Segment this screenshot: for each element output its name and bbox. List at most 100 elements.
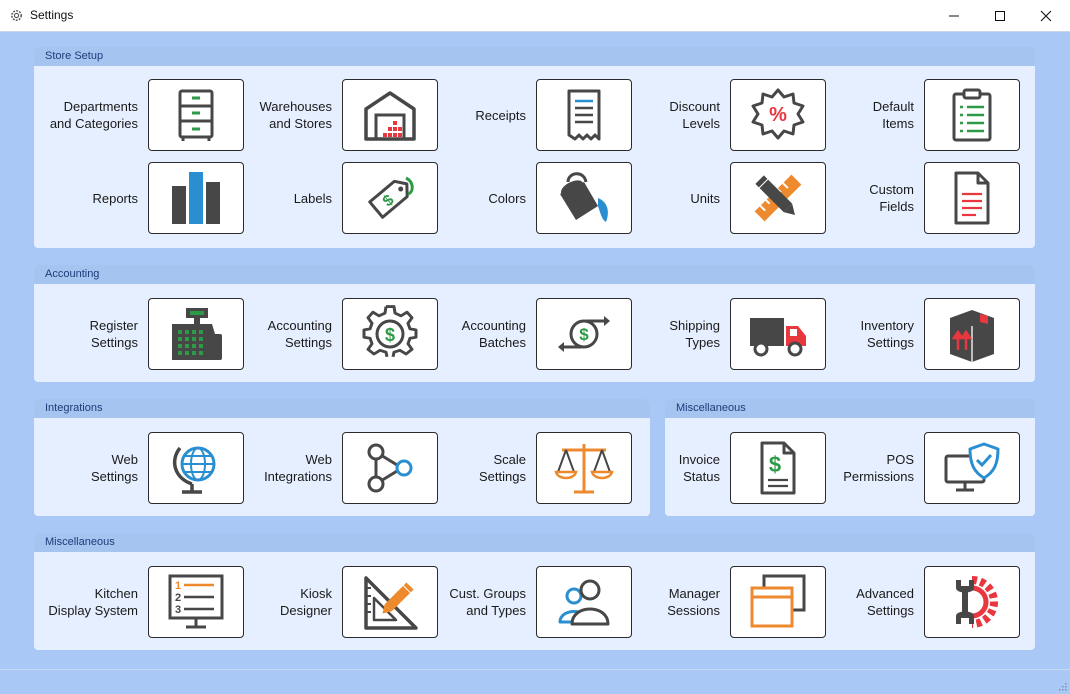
shipping-types-tile[interactable] bbox=[730, 298, 826, 370]
settings-item-invoice-status[interactable]: Invoice Status $ bbox=[665, 432, 826, 504]
close-button[interactable] bbox=[1023, 0, 1069, 31]
status-bar bbox=[0, 669, 1070, 694]
item-label: Scale Settings bbox=[479, 452, 526, 484]
svg-text:$: $ bbox=[769, 452, 781, 477]
maximize-button[interactable] bbox=[977, 0, 1023, 31]
warehouse-icon bbox=[364, 91, 416, 141]
customer-groups-tile[interactable] bbox=[536, 566, 632, 638]
globe-icon bbox=[172, 446, 216, 494]
inventory-settings-tile[interactable] bbox=[924, 298, 1020, 370]
settings-item-labels[interactable]: Labels $ bbox=[228, 162, 438, 234]
default-items-tile[interactable] bbox=[924, 79, 1020, 151]
settings-item-units[interactable]: Units bbox=[616, 162, 826, 234]
cabinet-icon bbox=[178, 89, 214, 141]
minimize-button[interactable] bbox=[931, 0, 977, 31]
settings-item-reports[interactable]: Reports bbox=[34, 162, 244, 234]
receipts-tile[interactable] bbox=[536, 79, 632, 151]
settings-item-receipts[interactable]: Receipts bbox=[422, 79, 632, 151]
monitor-shield-icon bbox=[944, 442, 1000, 492]
pos-permissions-tile[interactable] bbox=[924, 432, 1020, 504]
document-icon bbox=[954, 171, 990, 225]
settings-item-kiosk-designer[interactable]: Kiosk Designer bbox=[228, 566, 438, 638]
miscellaneous-group-right: Miscellaneous Invoice Status $ POS Permi… bbox=[665, 399, 1035, 516]
price-tag-icon: $ bbox=[368, 176, 414, 219]
invoice-dollar-icon: $ bbox=[760, 441, 796, 495]
item-label: Manager Sessions bbox=[667, 586, 720, 618]
settings-item-customer-groups[interactable]: Cust. Groups and Types bbox=[422, 566, 632, 638]
box-icon bbox=[950, 310, 994, 362]
group-header: Integrations bbox=[34, 399, 650, 418]
item-label: Kitchen Display System bbox=[48, 586, 138, 618]
group-header: Accounting bbox=[34, 265, 1035, 284]
item-label: Units bbox=[690, 190, 720, 206]
units-tile[interactable] bbox=[730, 162, 826, 234]
settings-item-advanced-settings[interactable]: Advanced Settings bbox=[810, 566, 1020, 638]
discount-levels-tile[interactable]: % bbox=[730, 79, 826, 151]
svg-text:1: 1 bbox=[175, 580, 181, 592]
settings-item-manager-sessions[interactable]: Manager Sessions bbox=[616, 566, 826, 638]
svg-text:%: % bbox=[769, 104, 787, 126]
item-label: Discount Levels bbox=[669, 99, 720, 131]
item-label: Receipts bbox=[475, 107, 526, 123]
settings-item-shipping-types[interactable]: Shipping Types bbox=[616, 298, 826, 370]
close-icon bbox=[1040, 10, 1052, 22]
item-label: Departments and Categories bbox=[49, 99, 138, 131]
accounting-batches-tile[interactable]: $ bbox=[536, 298, 632, 370]
truck-icon bbox=[750, 318, 806, 357]
web-integrations-tile[interactable] bbox=[342, 432, 438, 504]
custom-fields-tile[interactable] bbox=[924, 162, 1020, 234]
settings-item-web-integrations[interactable]: Web Integrations bbox=[228, 432, 438, 504]
item-label: Shipping Types bbox=[669, 318, 720, 350]
settings-item-default-items[interactable]: Default Items bbox=[810, 79, 1020, 151]
users-icon bbox=[558, 579, 610, 626]
kitchen-display-tile[interactable]: 1 2 3 bbox=[148, 566, 244, 638]
accounting-settings-tile[interactable]: $ bbox=[342, 298, 438, 370]
item-label: Accounting Batches bbox=[461, 318, 526, 350]
network-nodes-icon bbox=[367, 443, 413, 493]
settings-item-colors[interactable]: Colors bbox=[422, 162, 632, 234]
settings-item-kitchen-display[interactable]: Kitchen Display System 1 2 3 bbox=[34, 566, 244, 638]
settings-item-inventory-settings[interactable]: Inventory Settings bbox=[810, 298, 1020, 370]
item-label: Kiosk Designer bbox=[279, 586, 332, 618]
svg-text:2: 2 bbox=[175, 592, 181, 604]
settings-item-scale-settings[interactable]: Scale Settings bbox=[422, 432, 632, 504]
discount-badge-icon: % bbox=[751, 88, 805, 140]
minimize-icon bbox=[949, 15, 959, 17]
advanced-settings-tile[interactable] bbox=[924, 566, 1020, 638]
settings-item-pos-permissions[interactable]: POS Permissions bbox=[829, 432, 1020, 504]
scale-settings-tile[interactable] bbox=[536, 432, 632, 504]
web-settings-tile[interactable] bbox=[148, 432, 244, 504]
settings-item-accounting-batches[interactable]: Accounting Batches $ bbox=[422, 298, 632, 370]
settings-item-register-settings[interactable]: Register Settings bbox=[34, 298, 244, 370]
numbered-list-monitor-icon: 1 2 3 bbox=[168, 574, 224, 629]
labels-tile[interactable]: $ bbox=[342, 162, 438, 234]
settings-item-web-settings[interactable]: Web Settings bbox=[34, 432, 244, 504]
departments-tile[interactable] bbox=[148, 79, 244, 151]
settings-item-discount-levels[interactable]: Discount Levels % bbox=[616, 79, 826, 151]
register-settings-tile[interactable] bbox=[148, 298, 244, 370]
settings-item-accounting-settings[interactable]: Accounting Settings $ bbox=[228, 298, 438, 370]
svg-text:$: $ bbox=[579, 325, 589, 344]
warehouses-tile[interactable] bbox=[342, 79, 438, 151]
colors-tile[interactable] bbox=[536, 162, 632, 234]
group-header: Store Setup bbox=[34, 47, 1035, 66]
invoice-status-tile[interactable]: $ bbox=[730, 432, 826, 504]
group-header: Miscellaneous bbox=[34, 533, 1035, 552]
svg-text:$: $ bbox=[385, 325, 395, 345]
integrations-group: Integrations Web Settings Web Integratio… bbox=[34, 399, 650, 516]
resize-grip-icon[interactable] bbox=[1057, 681, 1067, 691]
item-label: Advanced Settings bbox=[856, 586, 914, 618]
settings-item-custom-fields[interactable]: Custom Fields bbox=[810, 162, 1020, 234]
money-exchange-icon: $ bbox=[558, 316, 610, 352]
item-label: POS Permissions bbox=[843, 452, 914, 484]
manager-sessions-tile[interactable] bbox=[730, 566, 826, 638]
item-label: Invoice Status bbox=[678, 452, 720, 484]
kiosk-designer-tile[interactable] bbox=[342, 566, 438, 638]
scale-icon bbox=[554, 444, 614, 494]
settings-item-departments[interactable]: Departments and Categories bbox=[34, 79, 244, 151]
reports-tile[interactable] bbox=[148, 162, 244, 234]
triangle-ruler-pencil-icon bbox=[364, 576, 418, 630]
settings-item-warehouses[interactable]: Warehouses and Stores bbox=[228, 79, 438, 151]
maximize-icon bbox=[995, 11, 1005, 21]
accounting-group: Accounting Register Settings Accounting … bbox=[34, 265, 1035, 382]
